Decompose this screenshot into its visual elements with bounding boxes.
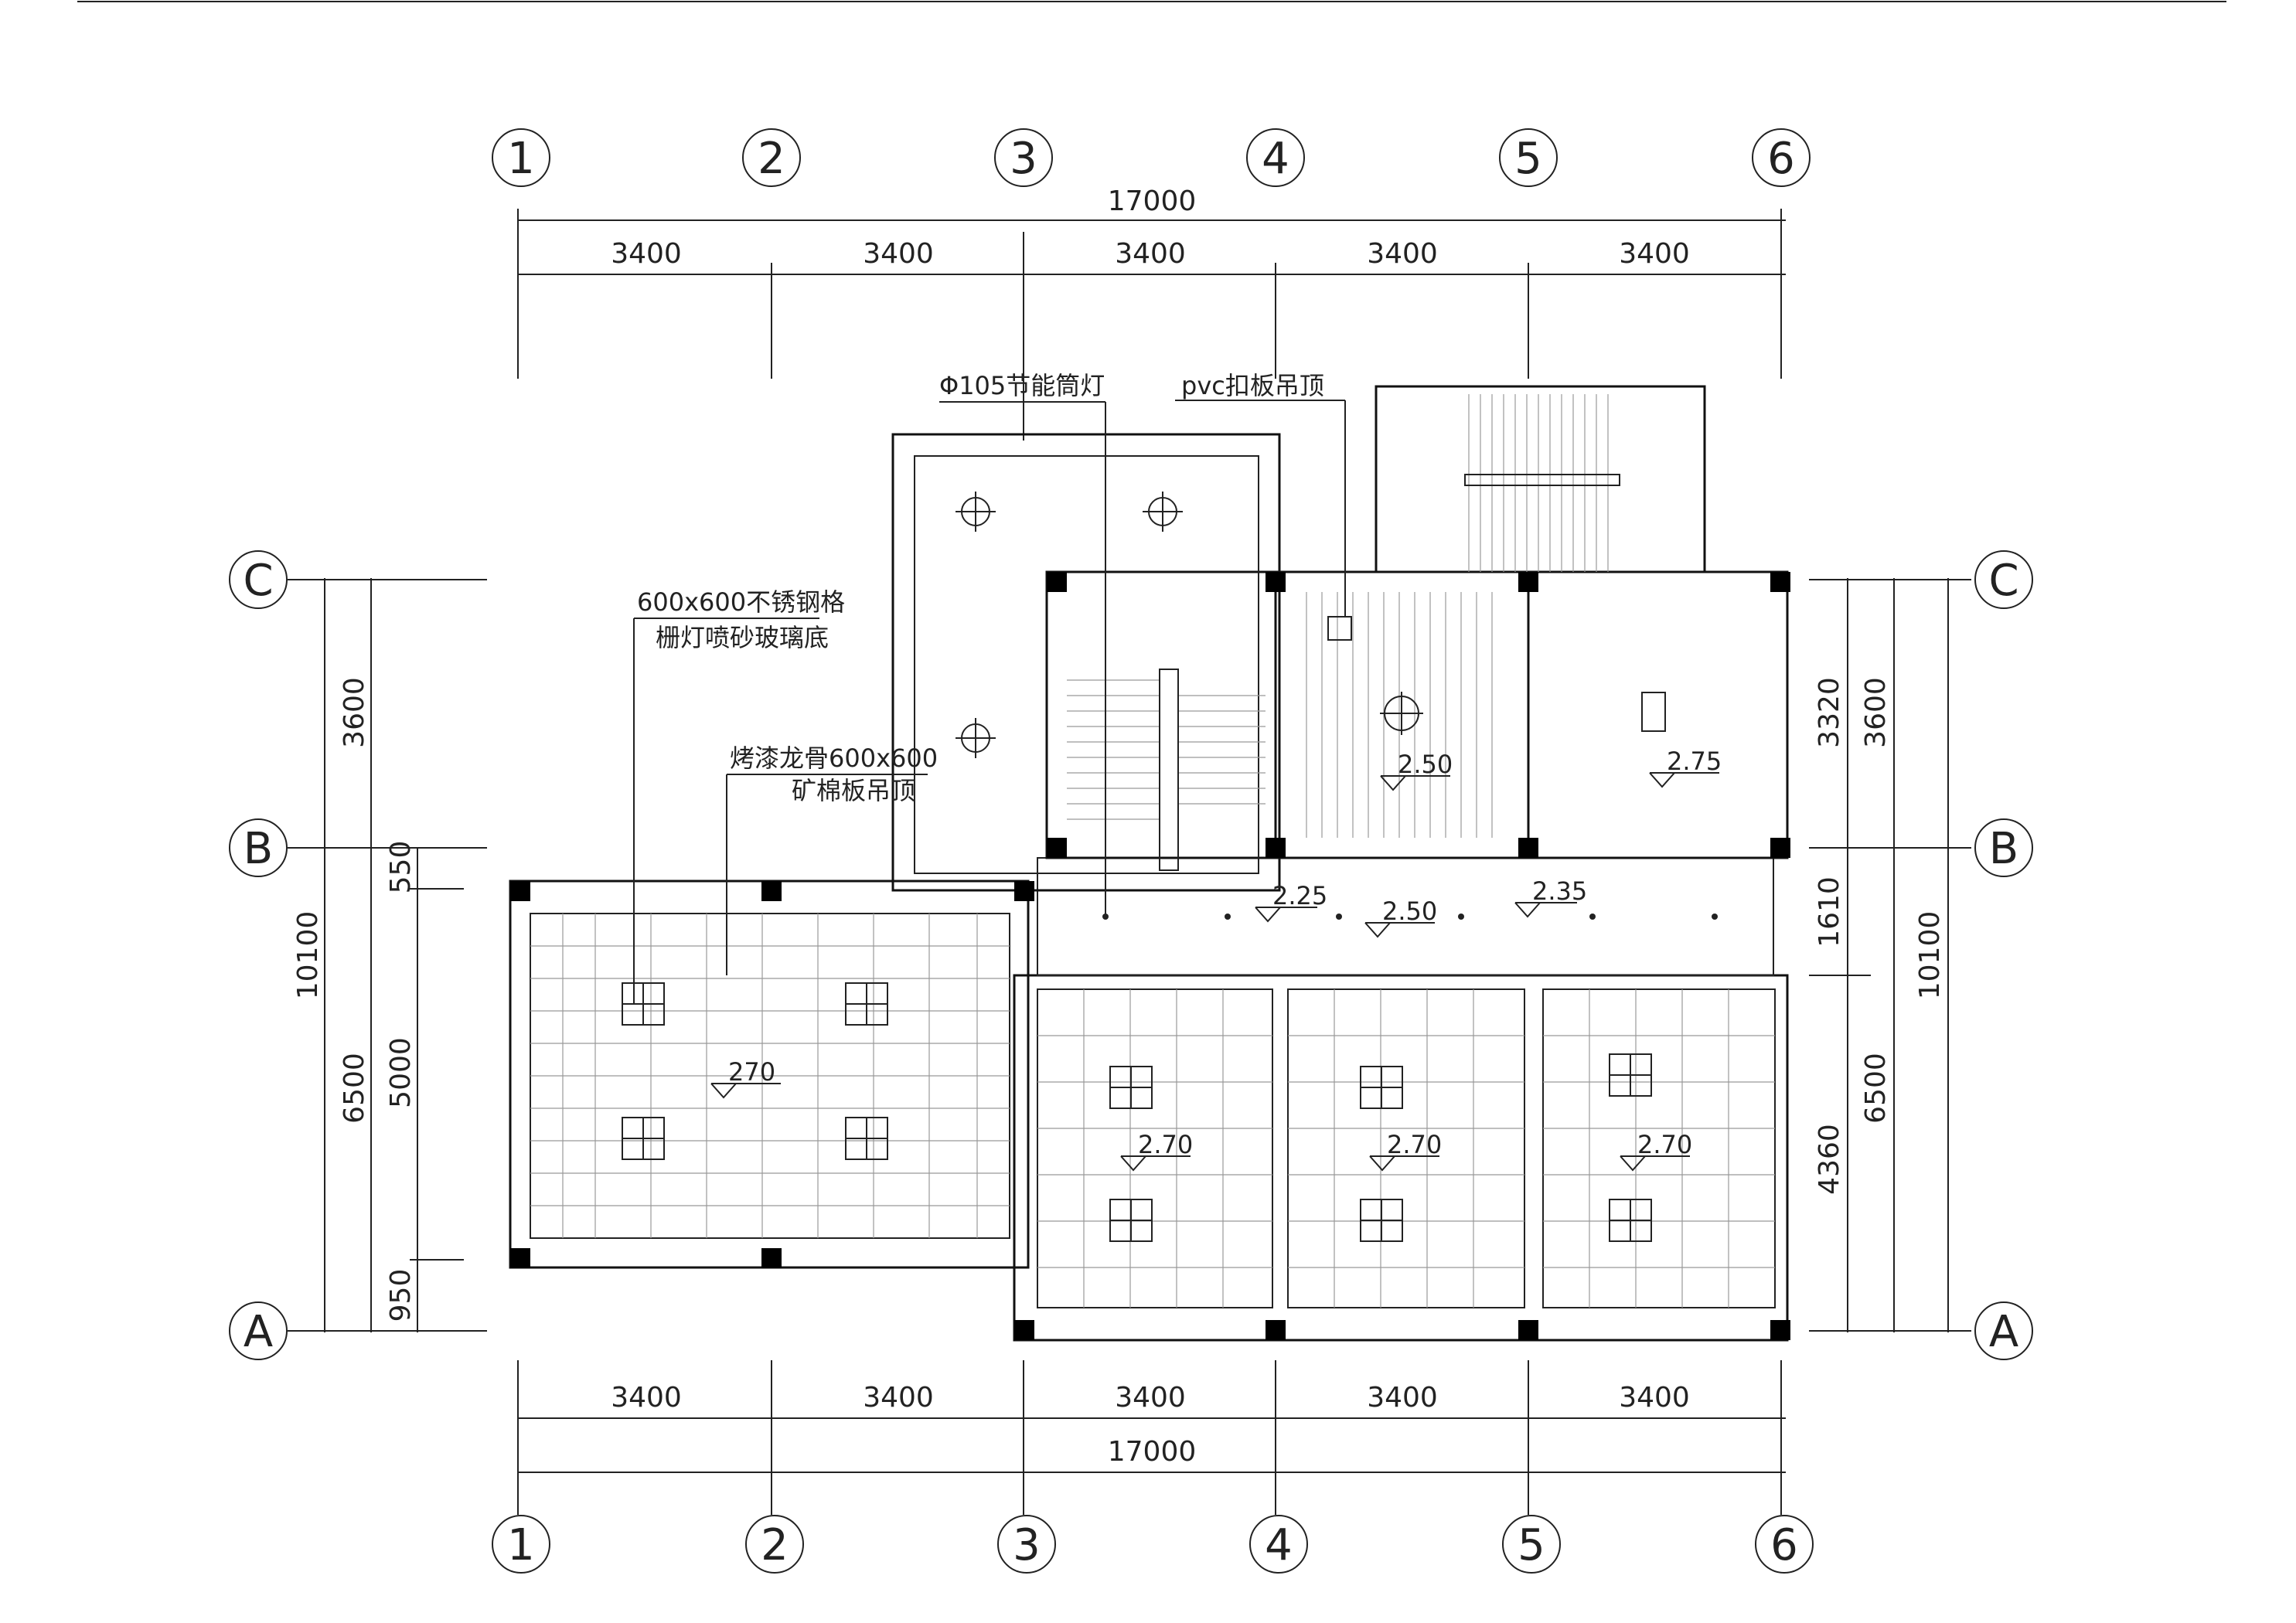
axis-bottom-1: 1 (507, 1520, 535, 1570)
dim-right-outer-1: 3600 (1860, 677, 1892, 748)
ceiling-grids (530, 394, 1775, 1308)
axis-left-A: A (244, 1307, 273, 1357)
left-axis-group: C B A 10100 3600 6500 550 5000 950 (229, 550, 487, 1360)
axis-left-C: C (243, 556, 273, 606)
dim-left-outer-2: 6500 (339, 1053, 370, 1124)
top-axis-group: 1 2 3 4 5 6 17000 3400 3400 3400 3400 34… (492, 128, 1811, 441)
note-mineral-line-2: 矿棉板吊顶 (792, 776, 915, 805)
elevation-markers (710, 772, 1719, 1172)
axis-top-2: 2 (758, 134, 785, 184)
dim-bottom-span-2: 3400 (863, 1382, 934, 1414)
dim-right-inner-3: 4360 (1814, 1124, 1845, 1195)
axis-top-4: 4 (1262, 134, 1289, 184)
dim-bottom-span-5: 3400 (1619, 1382, 1690, 1414)
note-grille-line-2: 栅灯喷砂玻璃底 (656, 623, 829, 652)
bottom-axis-group: 1 2 3 4 5 6 17000 3400 3400 3400 3400 34… (492, 1360, 1814, 1574)
dim-left-inner-2: 5000 (385, 1037, 417, 1108)
axis-bottom-5: 5 (1518, 1520, 1545, 1570)
elev-corridor-1: 2.25 (1272, 881, 1327, 910)
downlights (956, 492, 1718, 920)
axis-right-C: C (1988, 556, 2018, 606)
elev-room-b: 2.70 (1387, 1130, 1442, 1159)
axis-right-B: B (1989, 824, 2018, 874)
axis-top-5: 5 (1514, 134, 1542, 184)
dim-left-inner-3: 950 (385, 1269, 417, 1322)
dim-bottom-span-1: 3400 (611, 1382, 682, 1414)
dim-left-total: 10100 (292, 911, 324, 1000)
dim-top-span-4: 3400 (1367, 238, 1438, 270)
dim-top-span-1: 3400 (611, 238, 682, 270)
axis-top-1: 1 (507, 134, 535, 184)
note-grille-line-1: 600x600不锈钢格 (637, 587, 845, 617)
elev-big-room: 270 (728, 1057, 775, 1087)
annotation-leaders (633, 400, 1346, 1005)
dim-bottom-span-3: 3400 (1115, 1382, 1186, 1414)
axis-bottom-2: 2 (761, 1520, 789, 1570)
note-downlight: Φ105节能筒灯 (939, 371, 1105, 400)
dim-left-outer-1: 3600 (339, 677, 370, 748)
dim-left-inner-1: 550 (385, 841, 417, 894)
axis-right-A: A (1989, 1307, 2018, 1357)
dim-top-total: 17000 (1108, 185, 1197, 217)
axis-bottom-6: 6 (1770, 1520, 1798, 1570)
note-pvc-ceiling: pvc扣板吊顶 (1181, 371, 1324, 400)
axis-bottom-4: 4 (1265, 1520, 1293, 1570)
dim-bottom-total: 17000 (1108, 1436, 1197, 1468)
dim-right-outer-2: 6500 (1860, 1053, 1892, 1124)
axis-left-B: B (244, 824, 273, 874)
dim-top-span-2: 3400 (863, 238, 934, 270)
building-walls (509, 385, 1790, 1342)
elev-room-a: 2.70 (1138, 1130, 1193, 1159)
dim-top-span-5: 3400 (1619, 238, 1690, 270)
axis-bottom-3: 3 (1013, 1520, 1041, 1570)
grille-lights (622, 982, 1652, 1242)
elev-corridor-2: 2.50 (1382, 897, 1437, 926)
dim-right-inner-1: 3320 (1814, 677, 1845, 748)
elev-room-c: 2.70 (1637, 1130, 1692, 1159)
note-mineral-line-1: 烤漆龙骨600x600 (730, 743, 938, 773)
elev-bathroom: 2.50 (1398, 750, 1453, 779)
dim-right-inner-2: 1610 (1814, 876, 1845, 948)
axis-top-6: 6 (1767, 134, 1795, 184)
dim-top-span-3: 3400 (1115, 238, 1186, 270)
right-axis-group: C B A 10100 3600 6500 3320 1610 4360 (1809, 550, 2033, 1360)
dim-right-total: 10100 (1914, 911, 1946, 1000)
axis-top-3: 3 (1010, 134, 1037, 184)
elev-corridor-3: 2.35 (1532, 876, 1587, 906)
elev-right-room: 2.75 (1667, 747, 1722, 776)
dim-bottom-span-4: 3400 (1367, 1382, 1438, 1414)
